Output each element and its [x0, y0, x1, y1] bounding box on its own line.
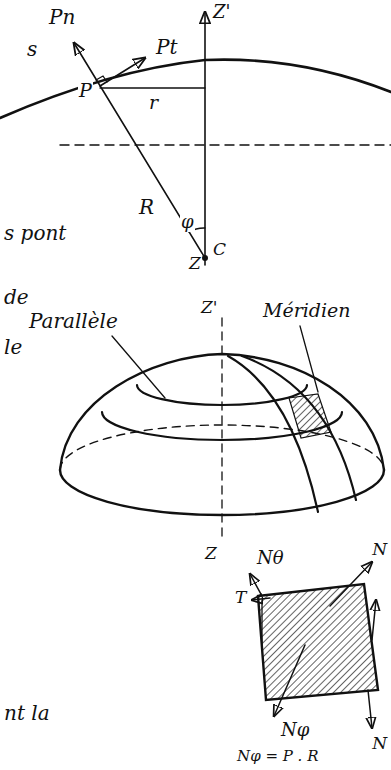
label: r — [148, 92, 159, 113]
label: s pont — [3, 222, 67, 244]
force-arrow — [252, 598, 270, 600]
element — [258, 584, 378, 700]
label: Z — [188, 254, 202, 273]
label: C — [212, 240, 227, 259]
label: Méridien — [262, 300, 352, 321]
base-front — [60, 470, 384, 515]
force-arrow — [368, 690, 372, 728]
shear-line — [261, 600, 262, 650]
label: N — [371, 540, 388, 559]
meridian — [242, 356, 356, 500]
label: Parallèle — [28, 310, 119, 332]
radius-line — [74, 43, 205, 258]
label: Nφ — [280, 720, 310, 740]
label: Nφ = P . R — [236, 748, 319, 765]
label: Z — [204, 544, 218, 563]
force-arrow — [372, 600, 376, 640]
base-back — [60, 425, 384, 470]
centre-point — [203, 256, 207, 260]
label: Z' — [200, 298, 219, 317]
shell-element — [289, 394, 331, 438]
shell-profile — [0, 60, 391, 118]
radius-r — [100, 87, 205, 88]
label: Z' — [212, 2, 231, 22]
label: φ — [180, 212, 195, 232]
force-arrow — [274, 645, 305, 716]
leader-line — [300, 326, 318, 392]
label: R — [138, 196, 155, 218]
label: T — [234, 588, 247, 607]
dome-outline — [60, 354, 384, 470]
force-arrow — [250, 574, 262, 596]
label: Pt — [155, 36, 179, 58]
label: de — [3, 286, 30, 308]
base-line — [60, 144, 391, 145]
label: le — [3, 336, 23, 358]
label: s — [26, 38, 38, 60]
label: Pn — [48, 6, 76, 28]
label: N — [371, 734, 388, 753]
right-angle — [96, 76, 107, 82]
force-arrow — [330, 562, 372, 606]
leader-line — [112, 336, 165, 398]
axis — [221, 318, 222, 540]
label: P — [78, 80, 93, 101]
axis — [204, 12, 206, 265]
label: nt la — [3, 702, 51, 724]
label: Nθ — [256, 548, 285, 568]
